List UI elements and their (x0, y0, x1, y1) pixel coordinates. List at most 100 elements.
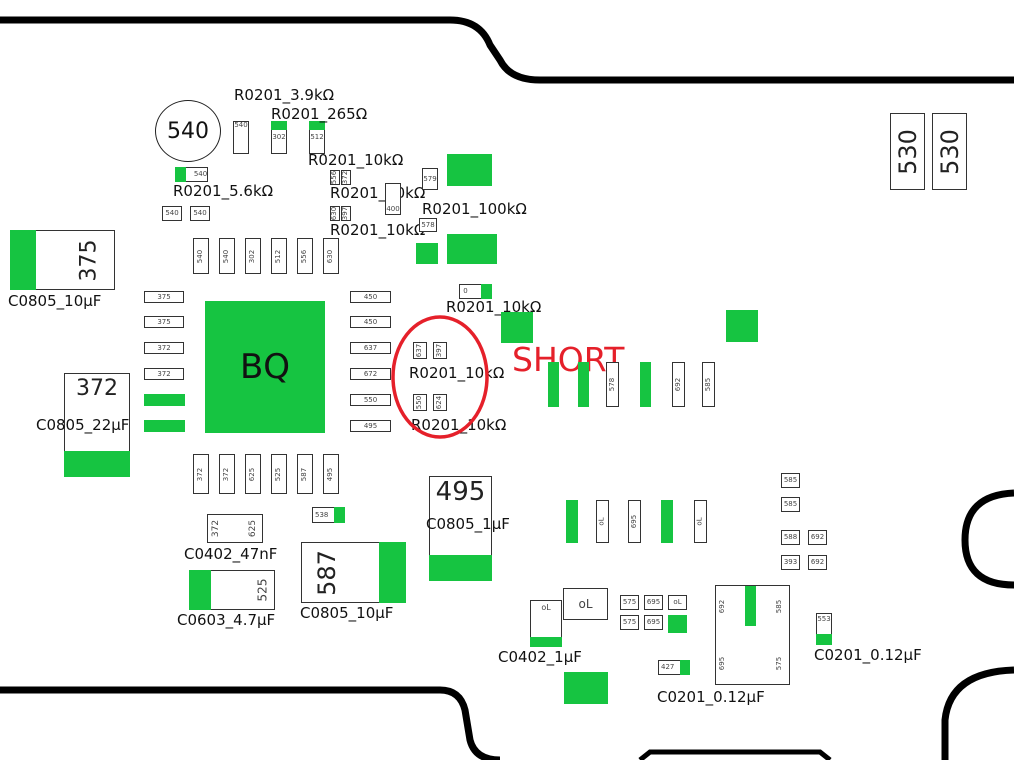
resistor-637: 637 (350, 342, 391, 354)
resistor-value: 302 (272, 133, 286, 141)
resistor-value: 393 (783, 558, 798, 566)
resistor-value: oL (598, 517, 606, 526)
resistor-value: oL (696, 517, 704, 526)
resistor-value: 397 (341, 206, 350, 221)
component-label: C0805_10μF (8, 292, 102, 310)
capacitor-value: 587 (312, 549, 341, 596)
pad (680, 660, 690, 675)
pad (271, 121, 287, 130)
pad (429, 555, 492, 581)
resistor-372: 372 (144, 342, 184, 354)
resistor-585: 585 (781, 473, 800, 488)
resistor-value: 512 (274, 249, 283, 263)
resistor-540: 540 (193, 238, 209, 274)
pad (640, 362, 651, 407)
component-label: R0201_100kΩ (422, 200, 527, 218)
pad (726, 310, 758, 342)
resistor-540: 540 (190, 206, 210, 221)
resistor-value: 578 (421, 220, 435, 229)
resistor-525: 525 (271, 454, 287, 494)
resistor-637-short: 637 (413, 342, 427, 359)
pad (447, 154, 492, 186)
pad (578, 362, 589, 407)
resistor-value: 585 (704, 377, 712, 392)
resistor-575: 575 (620, 615, 639, 630)
component-label: C0805_22μF (36, 416, 130, 434)
resistor-625: 625 (245, 454, 261, 494)
component-value: 530 (893, 128, 922, 175)
resistor-value: 375 (157, 317, 171, 326)
pin-695: 695 (716, 643, 730, 683)
resistor-588: 588 (781, 530, 800, 545)
resistor-540: 540 (219, 238, 235, 274)
resistor-397-short: 397 (433, 342, 447, 359)
pad (530, 637, 562, 647)
resistor-450: 450 (350, 316, 391, 328)
pad (175, 167, 186, 182)
resistor-value: 550 (415, 395, 424, 410)
capacitor-value: 525 (255, 578, 270, 602)
capacitor-value: 372 (76, 376, 118, 401)
pad (416, 243, 438, 264)
resistor-540: 540 (162, 206, 182, 221)
component-label: R0201_5.6kΩ (173, 182, 274, 200)
resistor-450: 450 (350, 291, 391, 303)
resistor-556: 556 (330, 170, 340, 185)
pad (447, 234, 497, 264)
resistor-value: 624 (435, 395, 444, 410)
pin-585: 585 (773, 586, 787, 626)
resistor-550: 550 (350, 394, 391, 406)
resistor-value: 692 (674, 377, 682, 392)
resistor-value: 397 (435, 343, 444, 358)
test-point-marker: 540 (155, 100, 221, 162)
resistor-value: 540 (222, 249, 231, 263)
resistor-value: 540 (193, 170, 208, 178)
resistor-value: 512 (310, 133, 324, 141)
resistor-value: 450 (363, 292, 378, 301)
pin-575: 575 (773, 643, 787, 683)
resistor-672: 672 (350, 368, 391, 380)
resistor-value: oL (673, 598, 682, 606)
component-label: R0201_10kΩ (330, 221, 426, 239)
resistor-630: 630 (330, 206, 340, 221)
capacitor-value: 625 (247, 519, 258, 538)
resistor-value: 372 (341, 170, 350, 185)
component-label: R0201_10kΩ (308, 151, 404, 169)
resistor-397: 397 (341, 206, 351, 221)
resistor-ol: oL (668, 595, 687, 610)
resistor-372: 372 (193, 454, 209, 494)
resistor-value: 587 (300, 467, 309, 481)
resistor-value: 553 (817, 615, 831, 623)
component-label: R0201_265Ω (271, 105, 368, 123)
pad (661, 500, 673, 543)
component-label: C0201_0.12μF (657, 688, 765, 706)
resistor-302: 302 (245, 238, 261, 274)
resistor-695: 695 (644, 595, 663, 610)
capacitor-value: 372 (211, 519, 222, 538)
bq-charger-ic: BQ (205, 301, 325, 433)
resistor-375: 375 (144, 291, 184, 303)
resistor-value: 540 (196, 249, 205, 263)
resistor-value: 578 (608, 377, 616, 392)
component-label: C0805_1μF (426, 515, 510, 533)
resistor-393: 393 (781, 555, 800, 570)
pad (566, 500, 578, 543)
component-530: 530 (932, 113, 967, 190)
resistor-624-short: 624 (433, 394, 447, 411)
resistor-695: 695 (644, 615, 663, 630)
resistor-692: 692 (808, 555, 827, 570)
component-530: 530 (890, 113, 925, 190)
resistor-value: 556 (300, 249, 309, 263)
pin-value: 692 (718, 599, 727, 613)
pad (548, 362, 559, 407)
capacitor-value: 495 (435, 477, 486, 507)
capacitor-value: oL (541, 603, 551, 612)
resistor-695: 695 (628, 500, 641, 543)
pin-value: 695 (718, 656, 727, 670)
capacitor-47nf: 372 625 (207, 514, 263, 543)
component-value: 530 (935, 128, 964, 175)
resistor-value: 525 (274, 467, 283, 481)
pad (334, 507, 345, 523)
resistor-value: 495 (326, 467, 335, 481)
